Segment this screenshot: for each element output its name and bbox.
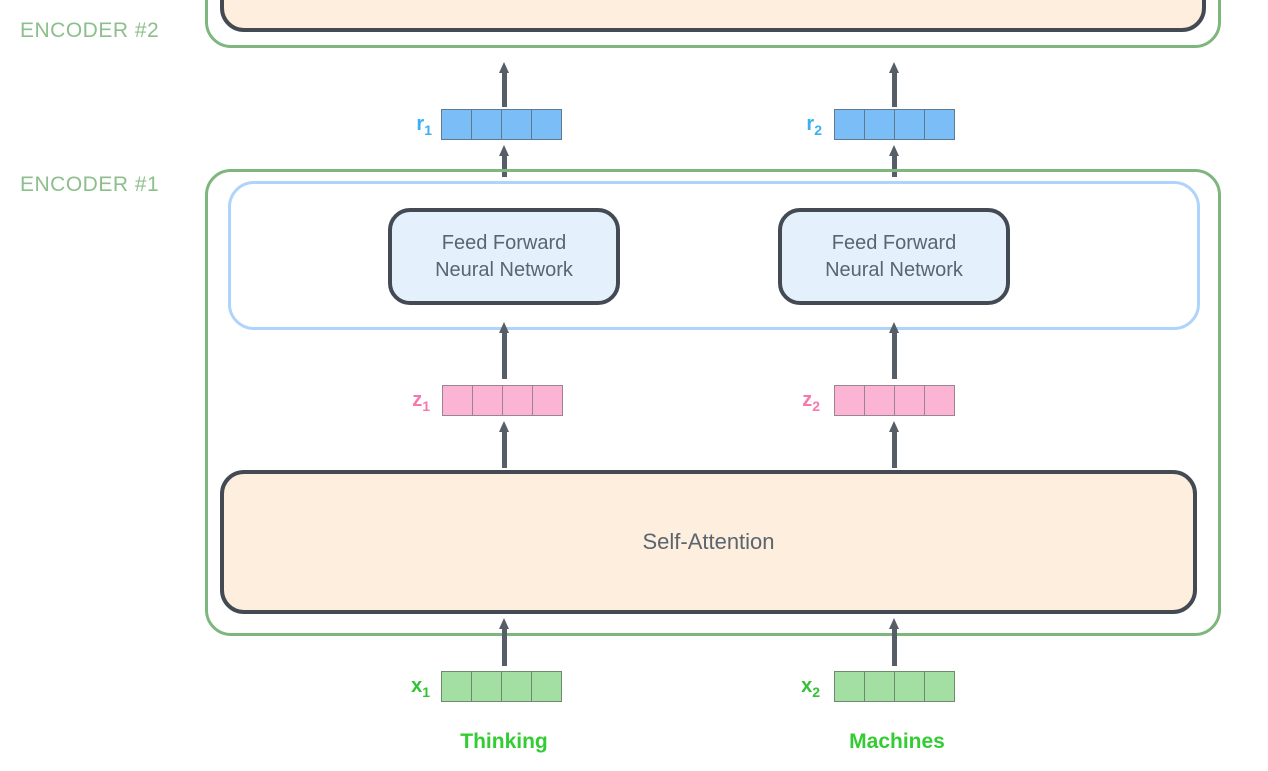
vector-cell (471, 671, 502, 702)
vector-name-r2: r (806, 113, 815, 135)
vector-r2 (834, 109, 955, 140)
vector-z2 (834, 385, 955, 416)
input-word-machines: Machines (849, 730, 945, 753)
arrow-head-icon (889, 145, 899, 156)
arrow-shaft (502, 331, 507, 379)
vector-x1 (441, 671, 562, 702)
vector-cell (924, 109, 955, 140)
vector-label-r2: r2 (770, 113, 822, 138)
arrow-shaft (892, 331, 897, 379)
vector-name-x2: x (801, 675, 813, 697)
arrow-r2-to-encoder2 (889, 62, 900, 107)
arrow-head-icon (889, 421, 899, 432)
vector-cell (471, 109, 502, 140)
arrow-head-icon (499, 421, 509, 432)
arrow-head-icon (499, 322, 509, 333)
self-attention-block-encoder1: Self-Attention (220, 470, 1197, 614)
arrow-ffn1-to-r1 (499, 145, 510, 177)
arrow-shaft (502, 627, 507, 666)
feed-forward-line2: Neural Network (825, 258, 963, 281)
vector-cell (442, 385, 473, 416)
vector-cell (531, 671, 562, 702)
vector-label-r1: r1 (380, 113, 432, 138)
vector-cell (531, 109, 562, 140)
self-attention-block-encoder2 (220, 0, 1206, 32)
arrow-selfattn-to-z1 (499, 421, 510, 468)
arrow-shaft (892, 71, 897, 107)
vector-cell (472, 385, 503, 416)
arrow-r1-to-encoder2 (499, 62, 510, 107)
feed-forward-box-token2: Feed Forward Neural Network (778, 208, 1010, 305)
vector-cell (864, 385, 895, 416)
vector-cell (924, 671, 955, 702)
feed-forward-line2: Neural Network (435, 258, 573, 281)
feed-forward-line1: Feed Forward (441, 231, 567, 254)
vector-name-z2: z (802, 389, 813, 411)
vector-name-z1: z (412, 389, 423, 411)
arrow-shaft (502, 71, 507, 107)
arrow-head-icon (499, 618, 509, 629)
vector-cell (502, 385, 533, 416)
vector-z1 (442, 385, 563, 416)
vector-sub-r1: 1 (424, 122, 432, 138)
vector-label-x1: x1 (378, 675, 430, 700)
vector-sub-z1: 1 (422, 398, 430, 414)
arrow-z1-to-ffn1 (499, 322, 510, 379)
feed-forward-sublayer-container (228, 181, 1200, 330)
vector-label-x2: x2 (768, 675, 820, 700)
vector-sub-x2: 2 (812, 684, 820, 700)
arrow-z2-to-ffn2 (889, 322, 900, 379)
vector-r1 (441, 109, 562, 140)
vector-cell (834, 671, 865, 702)
vector-cell (501, 109, 532, 140)
vector-cell (441, 109, 472, 140)
arrow-x1-to-selfattn (499, 618, 510, 666)
vector-cell (924, 385, 955, 416)
arrow-shaft (502, 154, 507, 177)
self-attention-label: Self-Attention (642, 529, 775, 554)
arrow-x2-to-selfattn (889, 618, 900, 666)
vector-cell (834, 109, 865, 140)
vector-name-x1: x (411, 675, 423, 697)
feed-forward-line1: Feed Forward (831, 231, 957, 254)
encoder-box-1 (205, 169, 1221, 636)
vector-label-z2: z2 (768, 389, 820, 414)
arrow-head-icon (889, 618, 899, 629)
vector-sub-x1: 1 (422, 684, 430, 700)
encoder-label-1: ENCODER #1 (20, 173, 160, 196)
arrow-head-icon (499, 145, 509, 156)
arrow-head-icon (889, 62, 899, 73)
vector-cell (501, 671, 532, 702)
vector-label-z1: z1 (378, 389, 430, 414)
vector-cell (864, 109, 895, 140)
vector-sub-r2: 2 (814, 122, 822, 138)
vector-cell (864, 671, 895, 702)
arrow-selfattn-to-z2 (889, 421, 900, 468)
arrow-shaft (892, 154, 897, 177)
arrow-head-icon (499, 62, 509, 73)
vector-cell (441, 671, 472, 702)
vector-cell (894, 109, 925, 140)
vector-cell (894, 671, 925, 702)
vector-sub-z2: 2 (812, 398, 820, 414)
encoder-label-2: ENCODER #2 (20, 19, 160, 42)
input-word-thinking: Thinking (460, 730, 548, 753)
vector-name-r1: r (416, 113, 425, 135)
arrow-head-icon (889, 322, 899, 333)
encoder-box-2 (205, 0, 1221, 48)
vector-cell (834, 385, 865, 416)
arrow-shaft (502, 430, 507, 468)
arrow-shaft (892, 627, 897, 666)
arrow-ffn2-to-r2 (889, 145, 900, 177)
vector-x2 (834, 671, 955, 702)
vector-cell (894, 385, 925, 416)
arrow-shaft (892, 430, 897, 468)
feed-forward-box-token1: Feed Forward Neural Network (388, 208, 620, 305)
vector-cell (532, 385, 563, 416)
